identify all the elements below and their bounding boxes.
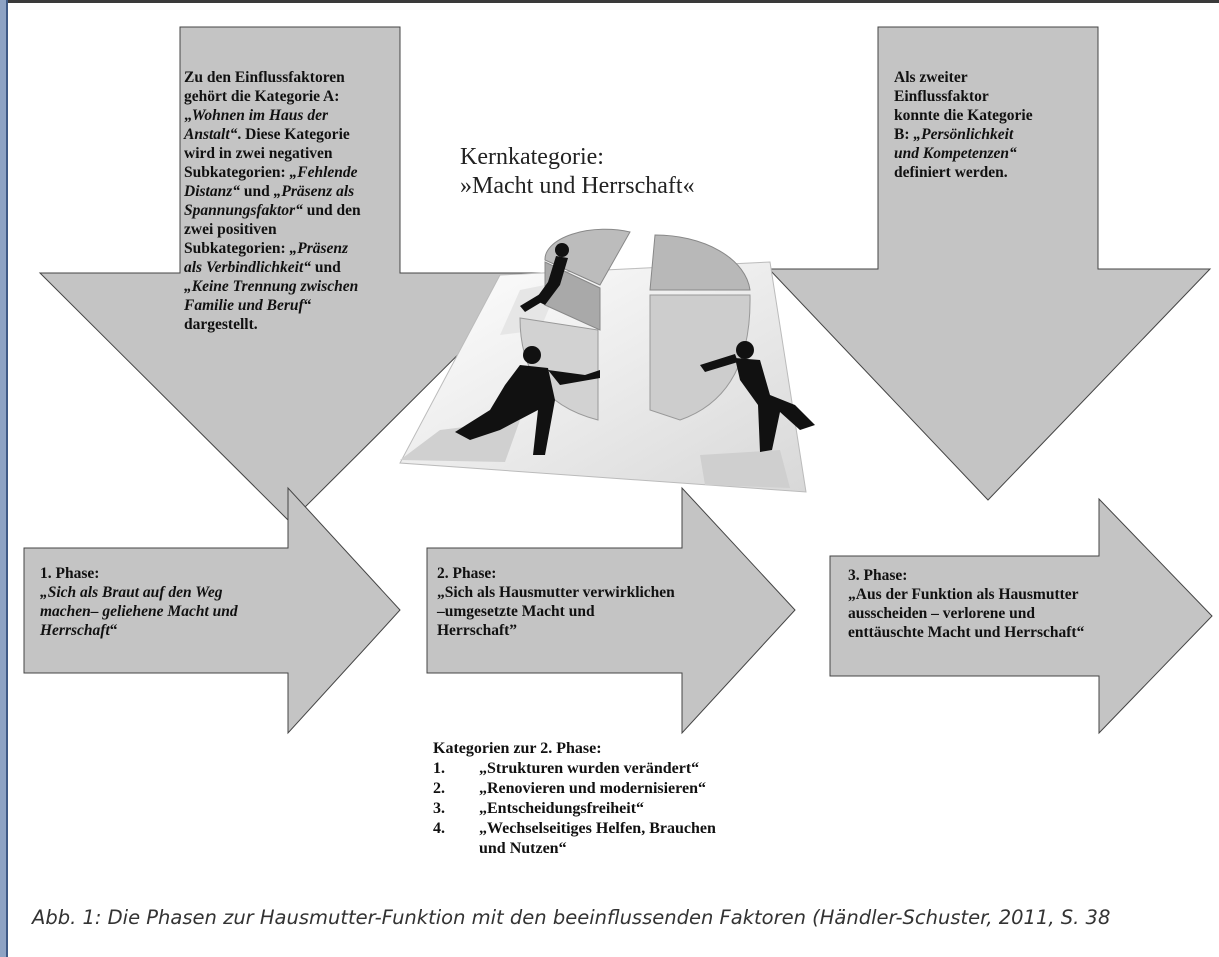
factor-b-line: Als zweiter	[894, 69, 968, 86]
figure-left	[455, 346, 600, 455]
core-category-title: Kernkategorie:	[460, 144, 604, 170]
core-illustration	[399, 228, 815, 493]
down-arrow-factor-a	[38, 26, 542, 523]
list-item: 4.„Wechselseitiges Helfen, Brauchen	[433, 820, 716, 837]
phase3-line: „Aus der Funktion als Hausmutter	[848, 586, 1079, 603]
factor-a-line: Zu den Einflussfaktoren	[184, 69, 345, 86]
phase2-categories: Kategorien zur 2. Phase: 1.„Strukturen w…	[433, 739, 716, 859]
list-item: 3.„Entscheidungsfreiheit“	[433, 800, 645, 817]
figure-right	[700, 341, 815, 452]
phase2-title: 2. Phase:	[437, 565, 497, 582]
phase2-line: Herrschaft”	[437, 622, 518, 639]
factor-a-line: dargestellt.	[184, 316, 258, 333]
core-category-name: »Macht und Herrschaft«	[460, 173, 695, 199]
factor-a-line: gehört die Kategorie A:	[184, 88, 340, 105]
factor-a-line: Distanz“ und „Präsenz als	[184, 183, 355, 200]
left-border	[0, 0, 8, 957]
pie-wedge-top	[544, 228, 631, 286]
phase3-line: enttäuschte Macht und Herrschaft“	[848, 624, 1085, 641]
factor-b-line: definiert werden.	[894, 164, 1008, 181]
factor-a-line: Spannungsfaktor“ und den	[184, 202, 361, 219]
factor-a-line: „Keine Trennung zwischen	[184, 278, 359, 295]
figure-top	[520, 243, 569, 312]
phase3-text: 3. Phase: „Aus der Funktion als Hausmutt…	[848, 566, 1148, 642]
factor-a-line: als Verbindlichkeit“ und	[184, 259, 341, 276]
factor-a-line: Anstalt“. Diese Kategorie	[184, 126, 350, 143]
list-item: und Nutzen“	[479, 840, 567, 857]
phase1-line: Herrschaft“	[40, 622, 118, 639]
phase2-line: „Sich als Hausmutter verwirklichen	[437, 584, 675, 601]
factor-a-line: Familie und Beruf“	[184, 297, 312, 314]
list-item: 2.„Renovieren und modernisieren“	[433, 780, 706, 797]
factor-b-line: B: „Persönlichkeit	[894, 126, 1014, 143]
phase3-title: 3. Phase:	[848, 567, 908, 584]
down-arrow-factor-b	[767, 26, 1212, 501]
phase1-line: machen– geliehene Macht und	[40, 603, 238, 620]
factor-b-line: und Kompetenzen“	[894, 145, 1017, 162]
top-border	[0, 0, 1219, 3]
factor-a-line: wird in zwei negativen	[184, 145, 333, 162]
pie-wedge-bottom-right	[649, 294, 751, 421]
factor-b-line: Einflussfaktor	[894, 88, 989, 105]
phase2-text: 2. Phase: „Sich als Hausmutter verwirkli…	[437, 564, 737, 640]
phase1-text: 1. Phase: „Sich als Braut auf den Weg ma…	[40, 564, 300, 640]
phase3-line: ausscheiden – verlorene und	[848, 605, 1036, 622]
list-item: 1.„Strukturen wurden verändert“	[433, 760, 700, 777]
phase1-arrow	[23, 486, 401, 735]
factor-a-line: Subkategorien: „Präsenz	[184, 240, 349, 257]
phase1-line: „Sich als Braut auf den Weg	[40, 584, 223, 601]
factor-b-line: konnte die Kategorie	[894, 107, 1033, 124]
factor-a-line: „Wohnen im Haus der	[184, 107, 328, 124]
phase2-arrow	[426, 486, 796, 735]
factor-b-text: Als zweiter Einflussfaktor konnte die Ka…	[894, 68, 1094, 182]
figure-caption: Abb. 1: Die Phasen zur Hausmutter-Funkti…	[32, 906, 1111, 929]
factor-a-line: Subkategorien: „Fehlende	[184, 164, 358, 181]
pie-wedge-right	[649, 234, 751, 291]
phase3-arrow	[829, 497, 1213, 735]
core-category-label: Kernkategorie: »Macht und Herrschaft«	[460, 143, 695, 201]
phase1-title: 1. Phase:	[40, 565, 100, 582]
factor-a-line: zwei positiven	[184, 221, 277, 238]
factor-a-text: Zu den Einflussfaktoren gehört die Kateg…	[184, 68, 398, 334]
categories-heading: Kategorien zur 2. Phase:	[433, 740, 602, 757]
phase2-line: –umgesetzte Macht und	[437, 603, 595, 620]
